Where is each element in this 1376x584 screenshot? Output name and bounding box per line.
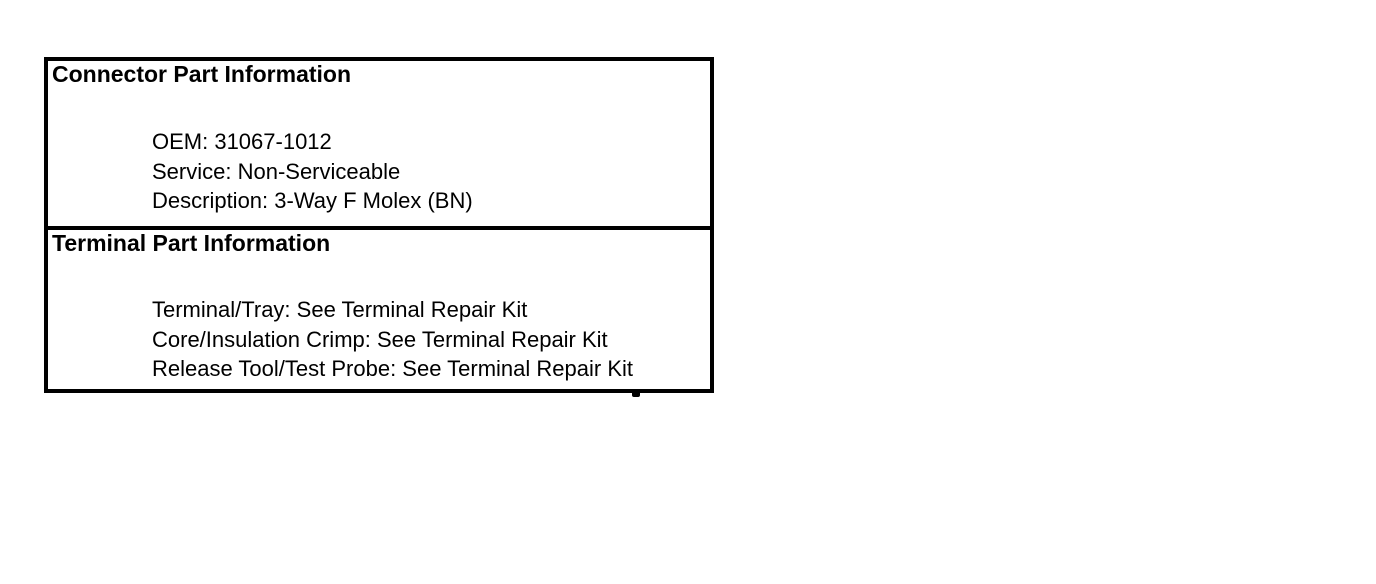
field-oem: OEM: 31067-1012 — [152, 129, 332, 154]
terminal-section-lines: Terminal/Tray: See Terminal Repair Kit C… — [152, 295, 633, 384]
terminal-section-title: Terminal Part Information — [52, 230, 331, 256]
connector-section-title: Connector Part Information — [52, 61, 352, 87]
field-description: Description: 3-Way F Molex (BN) — [152, 188, 473, 213]
field-service: Service: Non-Serviceable — [152, 158, 401, 184]
terminal-part-information-section: Terminal Part Information Terminal/Tray:… — [44, 226, 714, 393]
field-terminal-tray: Terminal/Tray: See Terminal Repair Kit — [152, 297, 528, 322]
connector-section-lines: OEM: 31067-1012 Service: Non-Serviceable… — [152, 127, 473, 216]
part-information-panel: Connector Part Information OEM: 31067-10… — [44, 57, 714, 393]
field-core-insulation-crimp: Core/Insulation Crimp: See Terminal Repa… — [152, 326, 608, 352]
clipped-text-descender-artifact — [632, 393, 640, 397]
field-release-tool-test-probe: Release Tool/Test Probe: See Terminal Re… — [152, 356, 633, 381]
connector-part-information-section: Connector Part Information OEM: 31067-10… — [44, 57, 714, 230]
